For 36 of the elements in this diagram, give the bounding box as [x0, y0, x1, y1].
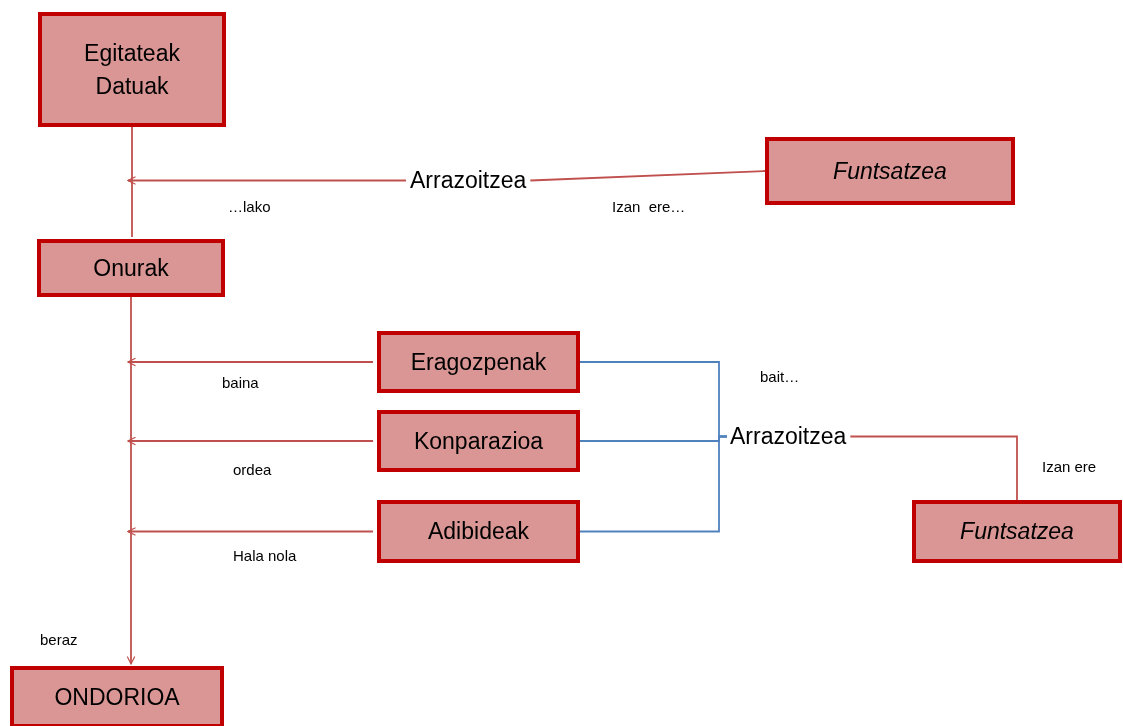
- edge-label: ordea: [233, 461, 272, 478]
- arrow: [127, 176, 407, 185]
- edge-label: …lako: [228, 198, 271, 215]
- arrow: [126, 296, 136, 665]
- process-box: [38, 12, 226, 127]
- box-label: Funtsatzea: [833, 157, 947, 185]
- edge-label: Izan ere…: [612, 198, 686, 215]
- note-label: bait…: [760, 368, 800, 385]
- box-label: ONDORIOA: [54, 683, 180, 711]
- box-label: Funtsatzea: [960, 518, 1074, 545]
- edge-label: beraz: [40, 631, 78, 648]
- node-label: Arrazoitzea: [730, 423, 847, 450]
- process-box: [377, 500, 580, 563]
- edge-label: Hala nola: [233, 547, 297, 564]
- connector-line: [529, 170, 766, 182]
- box-label: Egitateak: [84, 39, 180, 67]
- connector-line: [849, 435, 1018, 501]
- edge-label: Izan ere: [1042, 458, 1097, 475]
- connector-line: [131, 126, 133, 238]
- node-label: Arrazoitzea: [410, 167, 527, 194]
- box-label: Datuak: [95, 72, 169, 100]
- arrow: [127, 527, 374, 536]
- box-label: Konparazioa: [413, 427, 544, 455]
- process-box: [912, 500, 1122, 563]
- process-box: [765, 137, 1015, 205]
- process-box: [37, 239, 225, 297]
- arrow: [127, 357, 374, 367]
- box-label: Eragozpenak: [410, 348, 547, 376]
- process-box: [377, 410, 580, 472]
- process-box: [377, 331, 580, 393]
- connector-line: [579, 435, 728, 533]
- box-label: Adibideak: [428, 518, 529, 545]
- edge-label: baina: [222, 374, 259, 391]
- process-box: [10, 666, 224, 726]
- box-label: Onurak: [93, 254, 169, 282]
- arrow: [127, 436, 374, 446]
